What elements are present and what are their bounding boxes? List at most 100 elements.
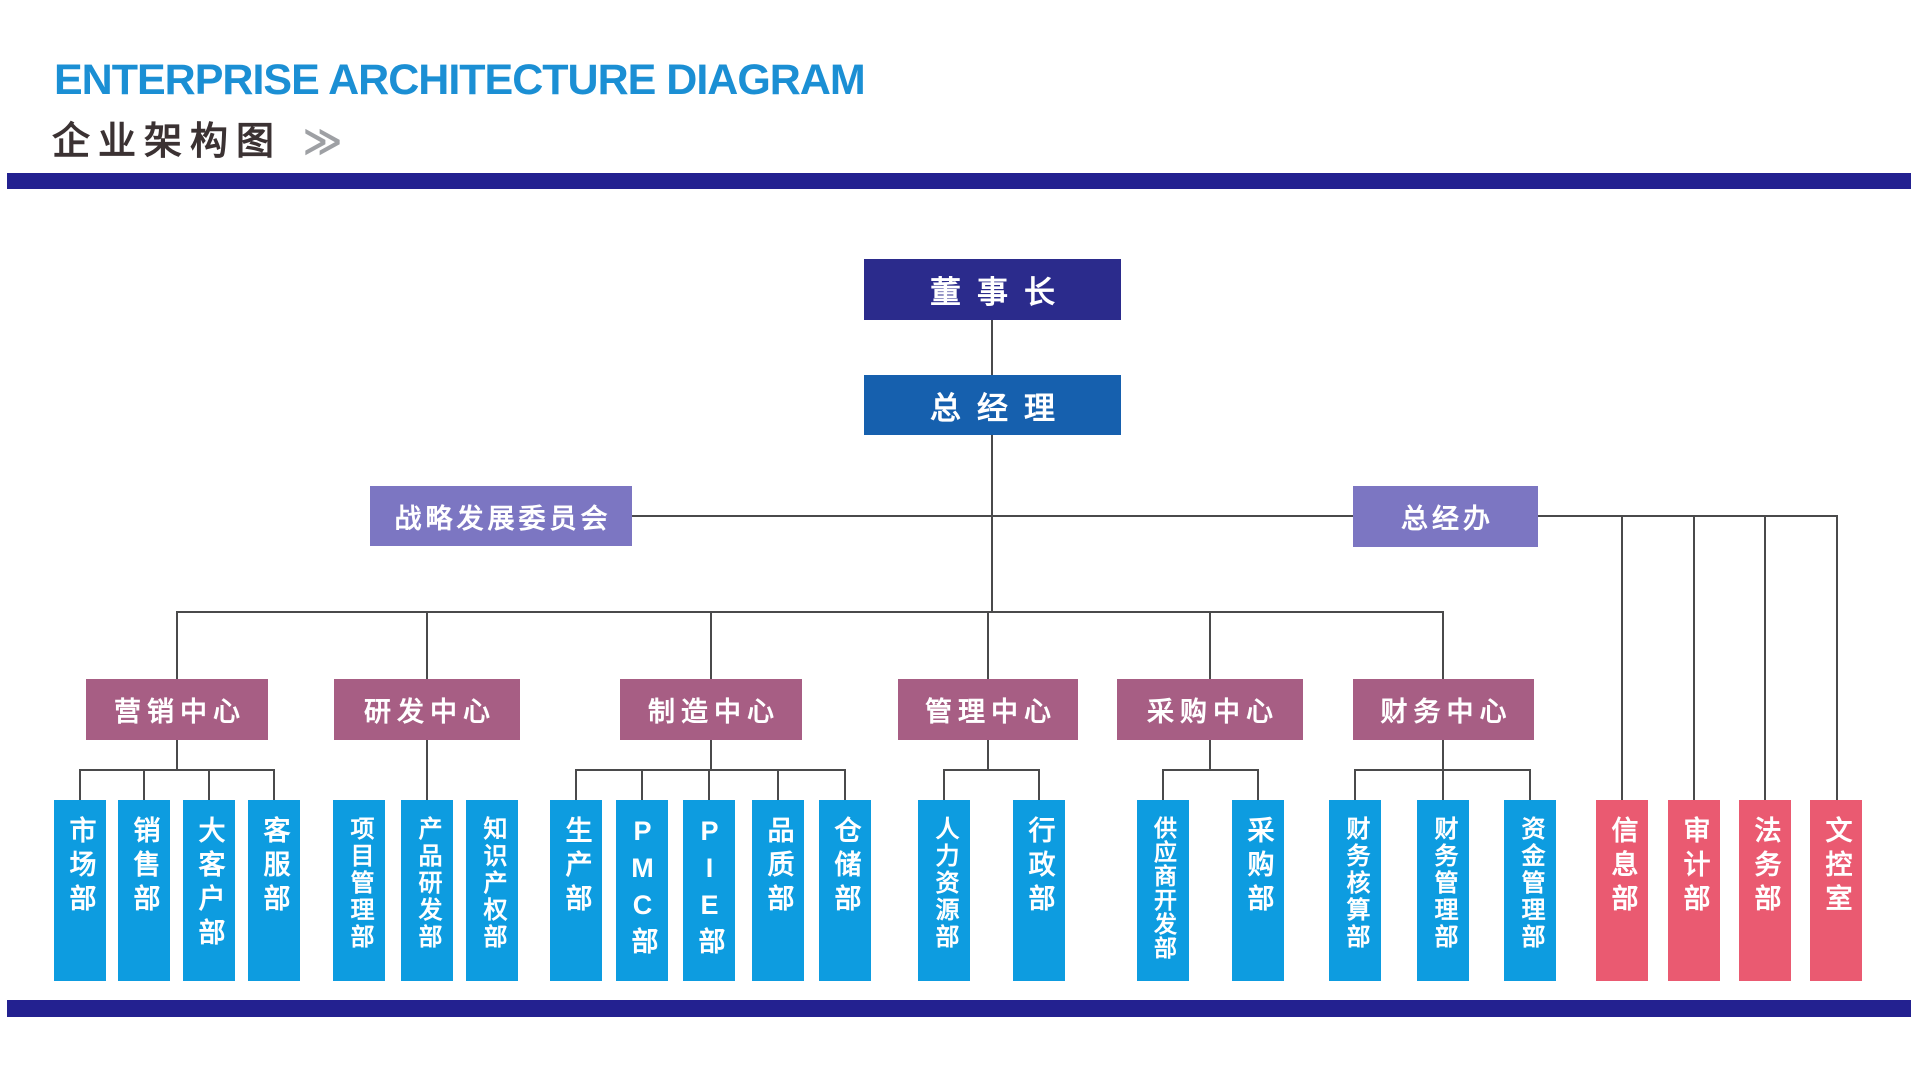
office-box: 文控室	[1810, 800, 1862, 981]
center-box-finance: 财务中心	[1353, 679, 1534, 740]
dept-label: 品质部	[763, 816, 794, 918]
chairman-box: 董事长	[864, 259, 1121, 320]
dept-box: 大客户部	[183, 800, 235, 981]
dept-box: 市场部	[54, 800, 106, 981]
dept-box: 项目管理部	[333, 800, 385, 981]
dept-label: 大客户部	[194, 816, 225, 952]
center-box-marketing: 营销中心	[86, 679, 268, 740]
general-manager-box: 总经理	[864, 375, 1121, 435]
page-title-en: ENTERPRISE ARCHITECTURE DIAGRAM	[54, 56, 866, 104]
page-title-zh: 企业架构图 ≫	[52, 110, 342, 165]
center-box-rnd: 研发中心	[334, 679, 520, 740]
dept-box: 产品研发部	[401, 800, 453, 981]
connector-line	[273, 769, 275, 800]
dept-box: 资金管理部	[1504, 800, 1556, 981]
connector-line	[708, 769, 710, 800]
dept-box: 行政部	[1013, 800, 1065, 981]
office-label: 法务部	[1750, 816, 1781, 918]
dept-box: 知识产权部	[466, 800, 518, 981]
dept-label: 采购部	[1243, 816, 1274, 918]
connector-line	[426, 611, 428, 680]
dept-label: 项目管理部	[346, 816, 373, 951]
connector-line	[844, 769, 846, 800]
double-chevron-icon: ≫	[302, 121, 343, 163]
connector-line	[79, 769, 81, 800]
center-box-management: 管理中心	[898, 679, 1078, 740]
office-box: 信息部	[1596, 800, 1648, 981]
connector-line	[1764, 515, 1766, 800]
connector-line	[1257, 769, 1259, 800]
connector-line	[632, 515, 1353, 517]
dept-label: 生产部	[561, 816, 592, 918]
strategy-committee-box: 战略发展委员会	[370, 486, 632, 546]
dept-box: 生产部	[550, 800, 602, 981]
office-label: 文控室	[1821, 816, 1852, 918]
page-title-zh-text: 企业架构图	[52, 121, 283, 163]
connector-line	[987, 611, 989, 680]
connector-line	[426, 740, 428, 800]
dept-box: 销售部	[118, 800, 170, 981]
connector-line	[987, 740, 989, 770]
connector-line	[1693, 515, 1695, 800]
connector-line	[176, 611, 1444, 613]
dept-label: PIE部	[694, 816, 725, 961]
dept-box: 人力资源部	[918, 800, 970, 981]
connector-line	[991, 320, 993, 375]
connector-line	[575, 769, 846, 771]
connector-line	[943, 769, 945, 800]
connector-line	[1162, 769, 1164, 800]
dept-label: 产品研发部	[414, 816, 441, 951]
dept-box: 财务核算部	[1329, 800, 1381, 981]
dept-label: 行政部	[1024, 816, 1055, 918]
dept-label: 人力资源部	[931, 816, 958, 951]
connector-line	[641, 769, 643, 800]
connector-line	[176, 611, 178, 680]
footer-bar	[7, 1000, 1911, 1017]
connector-line	[1529, 769, 1531, 800]
dept-box: 财务管理部	[1417, 800, 1469, 981]
dept-label: 供应商开发部	[1150, 816, 1177, 960]
connector-line	[1209, 740, 1211, 770]
gm-office-box: 总经办	[1353, 486, 1538, 547]
connector-line	[777, 769, 779, 800]
office-label: 审计部	[1679, 816, 1710, 918]
connector-line	[1442, 611, 1444, 680]
connector-line	[991, 435, 993, 612]
dept-label: 市场部	[65, 816, 96, 918]
connector-line	[1354, 769, 1356, 800]
center-box-manufacturing: 制造中心	[620, 679, 802, 740]
dept-box: PMC部	[616, 800, 668, 981]
dept-box: 供应商开发部	[1137, 800, 1189, 981]
header-divider-bar	[7, 173, 1911, 189]
connector-line	[1162, 769, 1259, 771]
connector-line	[943, 769, 1040, 771]
dept-label: PMC部	[627, 816, 658, 961]
dept-label: 资金管理部	[1517, 816, 1544, 951]
dept-label: 财务核算部	[1342, 816, 1369, 951]
connector-line	[1442, 769, 1444, 800]
dept-box: 仓储部	[819, 800, 871, 981]
connector-line	[1209, 611, 1211, 680]
dept-label: 仓储部	[830, 816, 861, 918]
dept-label: 客服部	[259, 816, 290, 918]
connector-line	[1621, 515, 1623, 800]
connector-line	[79, 769, 275, 771]
dept-box: 采购部	[1232, 800, 1284, 981]
dept-label: 知识产权部	[479, 816, 506, 951]
connector-line	[710, 611, 712, 680]
connector-line	[710, 740, 712, 770]
dept-box: PIE部	[683, 800, 735, 981]
connector-line	[1538, 515, 1838, 517]
connector-line	[208, 769, 210, 800]
connector-line	[575, 769, 577, 800]
office-box: 法务部	[1739, 800, 1791, 981]
office-label: 信息部	[1607, 816, 1638, 918]
connector-line	[1836, 515, 1838, 800]
connector-line	[143, 769, 145, 800]
dept-label: 财务管理部	[1430, 816, 1457, 951]
dept-box: 品质部	[752, 800, 804, 981]
dept-box: 客服部	[248, 800, 300, 981]
center-box-procurement: 采购中心	[1117, 679, 1303, 740]
dept-label: 销售部	[129, 816, 160, 918]
